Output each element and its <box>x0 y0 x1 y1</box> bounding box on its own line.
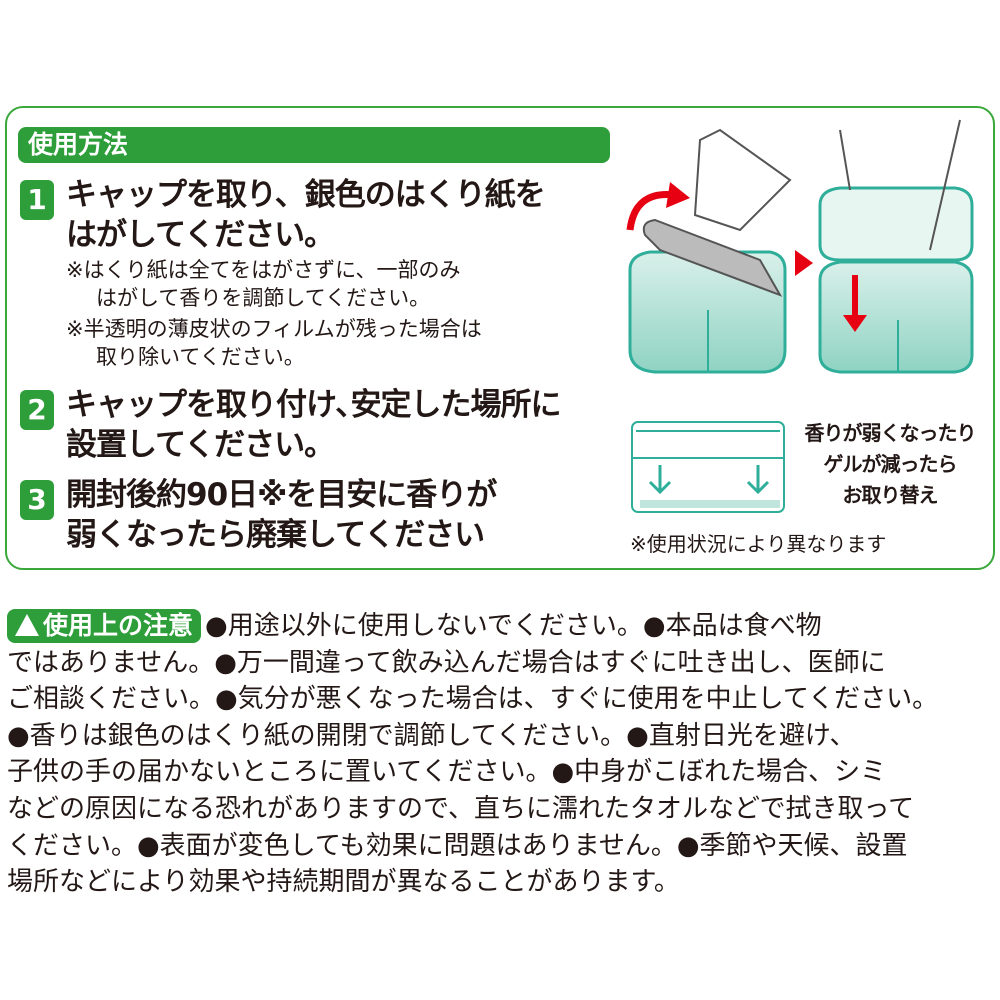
replace-guidance: 香りが弱くなったり ゲルが減ったら お取り替え <box>790 418 990 511</box>
step-1-note: はがして香りを調節してください。 <box>96 286 431 310</box>
container-peel-illustration <box>626 128 792 374</box>
replace-text-line: ゲルが減ったら <box>823 452 958 476</box>
step-1-note: ※はくり紙は全てをはがさずに、一部のみ <box>66 258 461 282</box>
down-arrow-icon <box>648 465 672 495</box>
usage-illustration <box>626 119 974 513</box>
replace-text-line: 香りが弱くなったり <box>804 421 977 445</box>
caution-line: ご相談ください。●気分が悪くなった場合は、すぐに使用を中止してください。 <box>7 684 939 715</box>
red-arrow-icon <box>666 182 690 208</box>
step-1-note: 取り除いてください。 <box>96 345 305 369</box>
caution-line: 子供の手の届かないところに置いてください。●中身がこぼれた場合、シミ <box>7 757 887 788</box>
caution-badge: 使用上の注意 <box>7 609 202 643</box>
caution-title: 使用上の注意 <box>43 611 194 640</box>
step-number-1: 1 <box>20 180 54 220</box>
step-number-3: 3 <box>20 480 54 520</box>
replace-text-line: お取り替え <box>842 483 939 507</box>
usage-title: 使用方法 <box>18 127 610 163</box>
caution-line: ●香りは銀色のはくり紙の開閉で調節してください。●直射日光を避け、 <box>7 720 856 751</box>
caution-section: 使用上の注意 ●用途以外に使用しないでください。●本品は食べ物 ではありません。●… <box>7 608 997 901</box>
usage-panel <box>5 106 995 570</box>
down-arrow-icon <box>746 465 770 495</box>
container-cap-illustration <box>818 119 974 374</box>
step-2-line-2: 設置してください。 <box>66 427 335 463</box>
gel-level-illustration <box>631 421 785 513</box>
step-number-2: 2 <box>20 390 54 430</box>
step-1-line-1: キャップを取り、銀色のはくり紙を <box>66 177 546 213</box>
usage-footnote: ※使用状況により異なります <box>630 532 887 556</box>
down-arrow-icon <box>843 315 867 332</box>
step-3-line-2: 弱くなったら廃棄してください <box>66 517 485 553</box>
step-2-line-1: キャップを取り付け､安定した場所に <box>66 387 561 423</box>
step-3-line-1: 開封後約90日※を目安に香りが <box>66 477 497 513</box>
play-arrow-icon <box>795 250 813 276</box>
step-1-note: ※半透明の薄皮状のフィルムが残った場合は <box>66 317 482 341</box>
caution-line: ではありません。●万一間違って飲み込んだ場合はすぐに吐き出し、医師に <box>7 647 886 678</box>
caution-line: ●用途以外に使用しないでください。●本品は食べ物 <box>205 611 822 641</box>
caution-line: などの原因になる恐れがありますので、直ちに濡れたタオルなどで拭き取って <box>7 793 915 824</box>
step-1-line-2: はがしてください。 <box>66 217 335 253</box>
warning-icon <box>15 614 39 636</box>
caution-line: 場所などにより効果や持続期間が異なることがあります。 <box>7 867 680 898</box>
caution-line: ください。●表面が変色しても効果に問題はありません。●季節や天候、設置 <box>7 830 908 861</box>
